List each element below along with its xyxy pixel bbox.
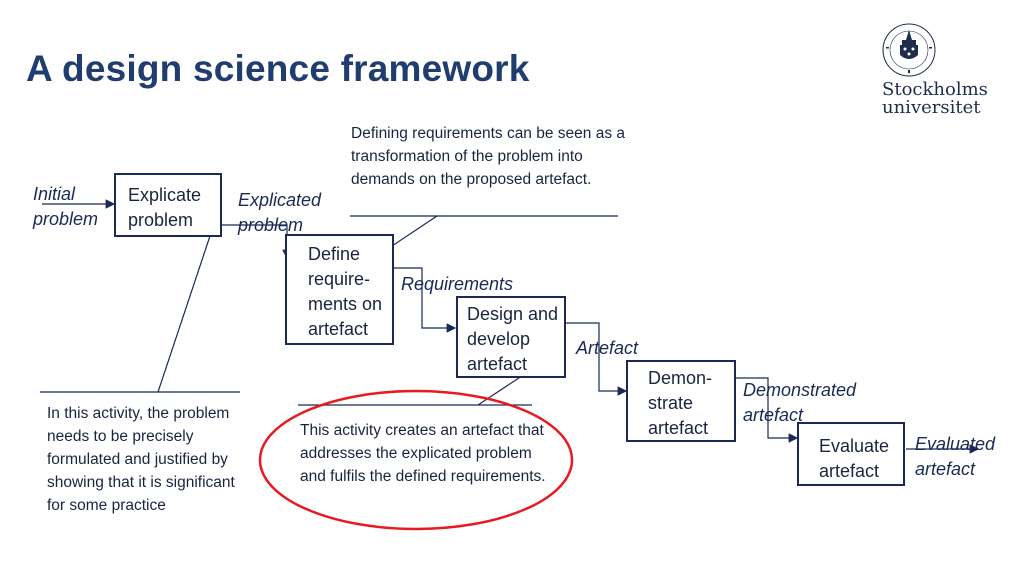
initial-problem-label: Initial problem: [33, 184, 99, 229]
university-name: Stockholms universitet: [882, 81, 988, 117]
evaluated-artefact-label: Evaluated artefact: [915, 434, 996, 479]
university-name-line1: Stockholms: [882, 79, 988, 100]
demonstrated-artefact-label: Demonstrated artefact: [743, 380, 857, 425]
demonstrate-artefact-box: Demon-strate artefact: [626, 360, 736, 442]
define-requirements-box: Define require-ments on artefact: [285, 234, 394, 345]
requirements-label: Requirements: [401, 274, 514, 294]
highlight-circle: [258, 389, 574, 531]
demonstrate-artefact-label: Demon-strate artefact: [648, 368, 713, 438]
evaluate-artefact-box: Evaluate artefact: [797, 422, 905, 486]
university-seal-icon: [882, 23, 936, 77]
evaluate-artefact-label: Evaluate artefact: [819, 436, 890, 481]
university-name-line2: universitet: [882, 97, 981, 118]
explicate-problem-box: Explicate problem: [114, 173, 222, 237]
explicate-problem-label: Explicate problem: [128, 185, 202, 230]
define-requirements-note: Defining requirements can be seen as a t…: [351, 125, 625, 188]
design-develop-label: Design and develop artefact: [467, 304, 559, 374]
explicate-problem-note: In this activity, the problem needs to b…: [47, 405, 235, 514]
define-requirements-label: Define require-ments on artefact: [308, 244, 383, 339]
artefact-label: Artefact: [576, 338, 639, 358]
design-develop-note: This activity creates an artefact that a…: [300, 422, 546, 485]
slide-title: A design science framework: [26, 48, 530, 89]
explicated-problem-label: Explicated problem: [238, 190, 322, 235]
design-develop-box: Design and develop artefact: [456, 296, 566, 378]
